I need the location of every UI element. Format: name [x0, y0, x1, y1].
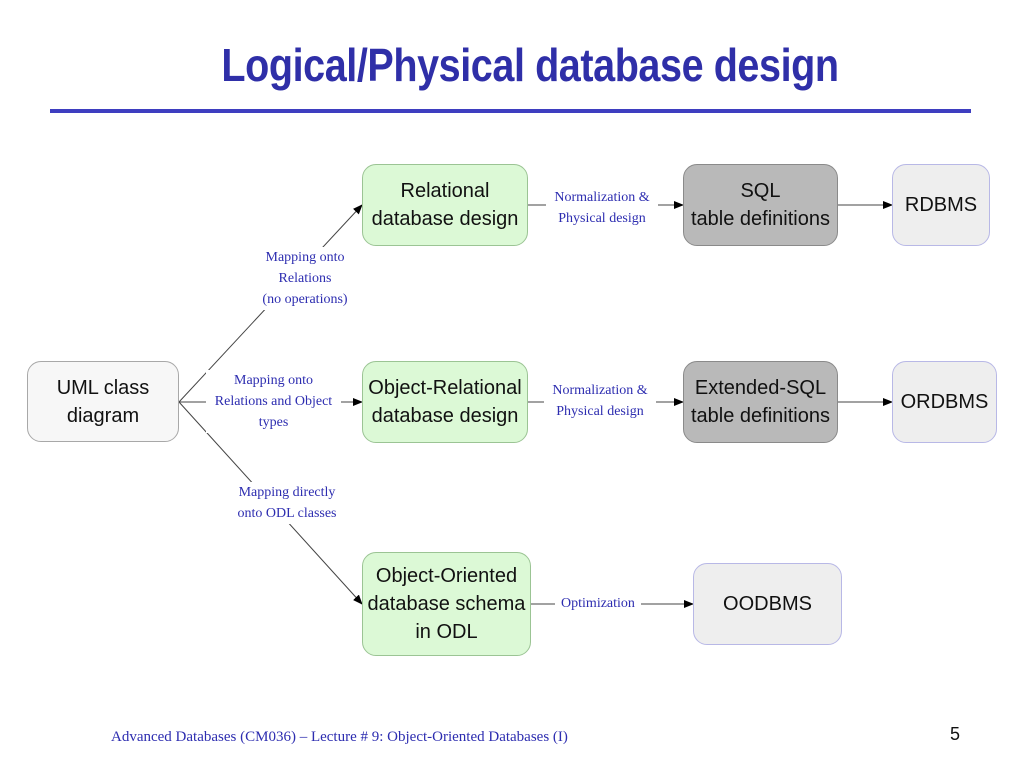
label-normalization-2: Normalization & Physical design — [544, 380, 656, 422]
label-mapping-relations: Mapping onto Relations (no operations) — [250, 247, 360, 310]
slide-footer: Advanced Databases (CM036) – Lecture # 9… — [111, 729, 568, 745]
extended-sql-definitions-box: Extended-SQL table definitions — [683, 361, 838, 443]
object-oriented-schema-box: Object-Oriented database schema in ODL — [362, 552, 531, 656]
slide-title: Logical/Physical database design — [221, 39, 839, 91]
rdbms-box: RDBMS — [892, 164, 990, 246]
sql-definitions-box: SQL table definitions — [683, 164, 838, 246]
page-number: 5 — [950, 724, 961, 744]
label-mapping-odl: Mapping directly onto ODL classes — [228, 482, 346, 524]
ordbms-box: ORDBMS — [892, 361, 997, 443]
uml-class-diagram-box: UML class diagram — [27, 361, 179, 442]
oodbms-box: OODBMS — [693, 563, 842, 645]
object-relational-design-box: Object-Relational database design — [362, 361, 528, 443]
label-optimization: Optimization — [555, 593, 641, 614]
title-underline — [50, 109, 971, 113]
relational-design-box: Relational database design — [362, 164, 528, 246]
label-mapping-relations-object-types: Mapping onto Relations and Object types — [206, 370, 341, 433]
label-normalization-1: Normalization & Physical design — [546, 187, 658, 229]
